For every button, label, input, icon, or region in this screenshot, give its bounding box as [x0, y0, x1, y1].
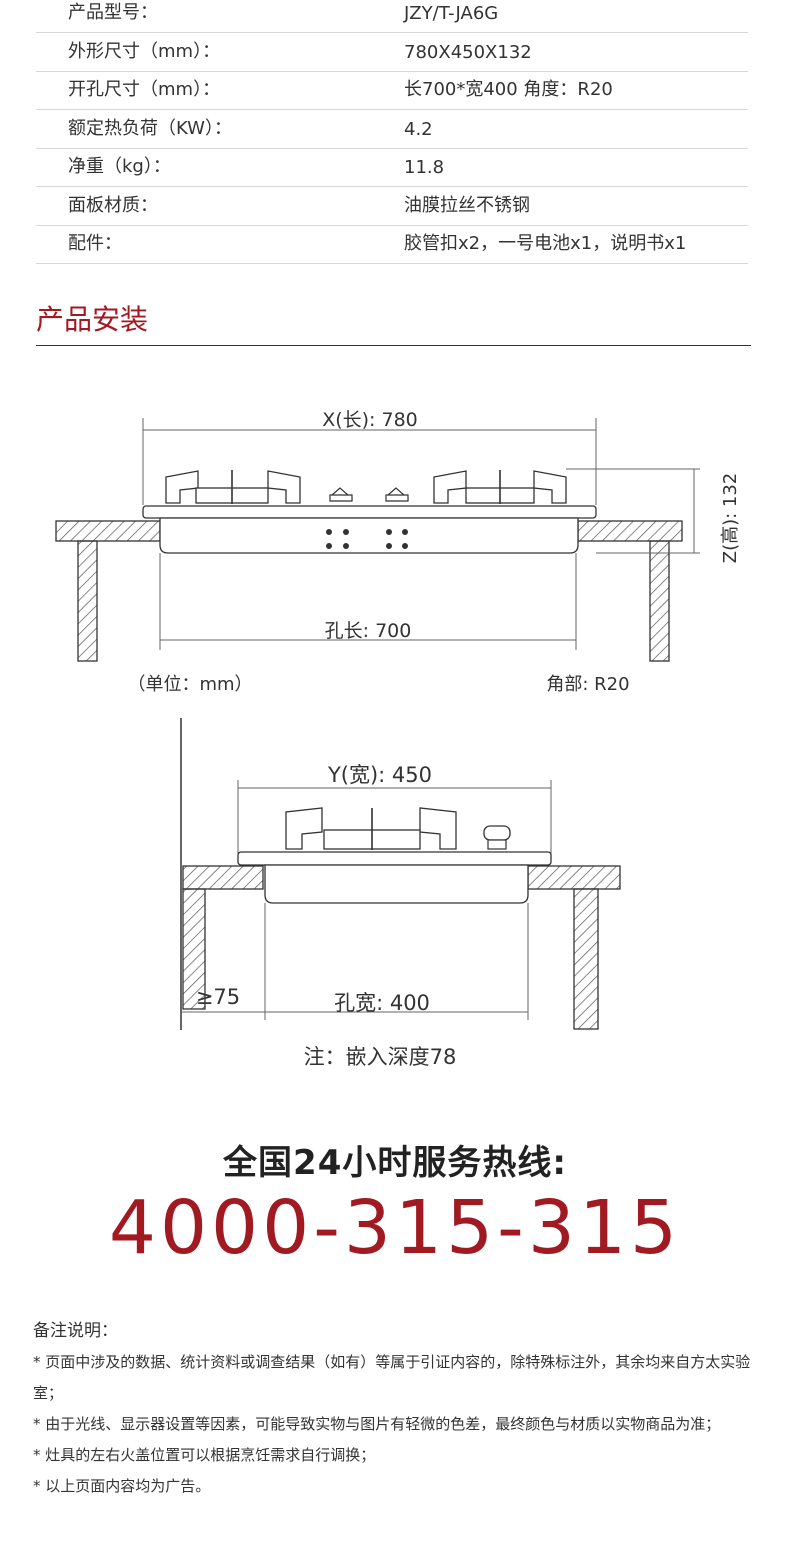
hole-length-label: 孔长: 700: [325, 620, 412, 642]
spec-label: 面板材质：: [68, 194, 158, 216]
installation-diagram: X(长): 780 Z(高): 132: [55, 409, 741, 1069]
spec-row: 配件： 胶管扣x2，一号电池x1，说明书x1: [36, 226, 748, 264]
z-height-label: Z(高): 132: [720, 473, 741, 564]
spec-label: 产品型号：: [68, 2, 158, 23]
clearance-label: ≥75: [196, 985, 240, 1009]
spec-row: 面板材质： 油膜拉丝不锈钢: [36, 187, 748, 226]
notes-title: 备注说明：: [33, 1321, 118, 1341]
section-title: 产品安装: [36, 303, 149, 336]
x-length-label: X(长): 780: [322, 409, 418, 431]
spec-label: 外形尺寸（mm）：: [68, 40, 221, 62]
note-item: * 以上页面内容均为广告。: [33, 1477, 211, 1495]
spec-value: 胶管扣x2，一号电池x1，说明书x1: [404, 233, 687, 254]
notes-section: 备注说明： * 页面中涉及的数据、统计资料或调查结果（如有）等属于引证内容的，除…: [33, 1316, 753, 1502]
y-width-label: Y(宽): 450: [327, 763, 432, 787]
spec-label: 净重（kg）：: [68, 156, 171, 177]
side-view: Y(宽): 450 孔宽: 400 ≥75 注：嵌入深度78: [180, 718, 621, 1069]
spec-row: 开孔尺寸（mm）： 长700*宽400 角度：R20: [36, 72, 748, 110]
embed-depth-note: 注：嵌入深度78: [304, 1045, 457, 1069]
spec-value: 11.8: [404, 157, 445, 178]
spec-row: 额定热负荷（KW）： 4.2: [36, 110, 748, 149]
front-view: X(长): 780 Z(高): 132: [55, 409, 741, 695]
corner-label: 角部: R20: [546, 674, 629, 695]
spec-value: 4.2: [404, 118, 433, 140]
note-item: * 由于光线、显示器设置等因素，可能导致实物与图片有轻微的色差，最终颜色与材质以…: [33, 1415, 721, 1433]
spec-label: 开孔尺寸（mm）：: [68, 79, 221, 100]
note-item: * 灶具的左右火盖位置可以根据烹饪需求自行调换；: [33, 1446, 376, 1464]
hotline-number: 4000-315-315: [108, 1185, 682, 1271]
spec-row: 净重（kg）： 11.8: [36, 149, 748, 187]
note-item: * 页面中涉及的数据、统计资料或调查结果（如有）等属于引证内容的，除特殊标注外，…: [33, 1353, 751, 1402]
spec-row: 外形尺寸（mm）： 780X450X132: [36, 33, 748, 72]
spec-value: 油膜拉丝不锈钢: [404, 194, 530, 216]
unit-label: （单位：mm）: [127, 674, 252, 695]
spec-label: 配件：: [68, 233, 122, 254]
spec-value: JZY/T-JA6G: [404, 3, 499, 24]
section-divider: [36, 345, 751, 346]
hotline-label: 全国24小时服务热线:: [223, 1143, 567, 1183]
spec-value: 780X450X132: [404, 41, 532, 63]
hole-width-label: 孔宽: 400: [334, 991, 430, 1015]
spec-value: 长700*宽400 角度：R20: [404, 79, 613, 100]
spec-table: 产品型号： JZY/T-JA6G 外形尺寸（mm）： 780X450X132 开…: [36, 0, 748, 264]
spec-row: 产品型号： JZY/T-JA6G: [36, 0, 748, 33]
spec-label: 额定热负荷（KW）：: [68, 117, 232, 139]
